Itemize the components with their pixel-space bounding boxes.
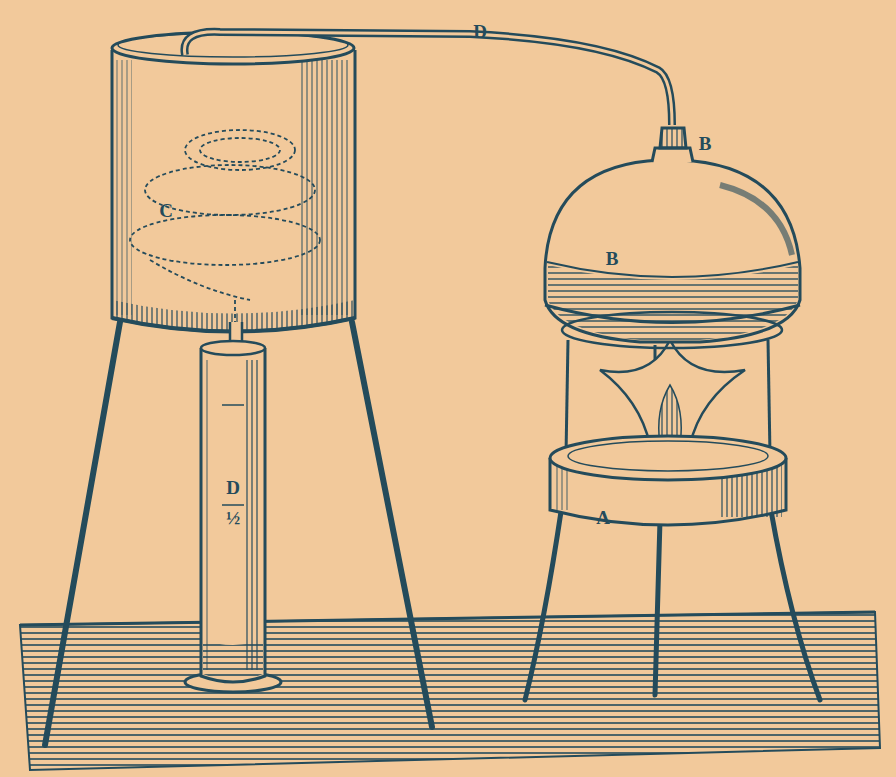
burner-letter: A bbox=[596, 508, 610, 527]
stand-legs bbox=[525, 505, 820, 700]
tripod-legs bbox=[45, 322, 432, 745]
graduation-mark: ½ bbox=[226, 508, 240, 527]
condenser-letter: C bbox=[159, 201, 173, 220]
boiling-flask bbox=[545, 148, 800, 348]
stopper-letter: B bbox=[699, 134, 712, 153]
flask-letter: B bbox=[606, 249, 619, 268]
stopper bbox=[660, 128, 686, 148]
floor-edge bbox=[20, 612, 875, 625]
delivery-tube bbox=[184, 32, 672, 125]
wooden-floor bbox=[20, 612, 880, 770]
delivery-tube-bore bbox=[184, 32, 672, 125]
condenser-vessel bbox=[112, 32, 355, 332]
tube-letter: D bbox=[473, 22, 487, 41]
internal-coil bbox=[130, 130, 320, 330]
cylinder-letter: D bbox=[226, 478, 240, 497]
graduated-cylinder bbox=[185, 341, 281, 692]
burner-flame bbox=[600, 340, 745, 445]
burner-ring bbox=[550, 436, 786, 525]
